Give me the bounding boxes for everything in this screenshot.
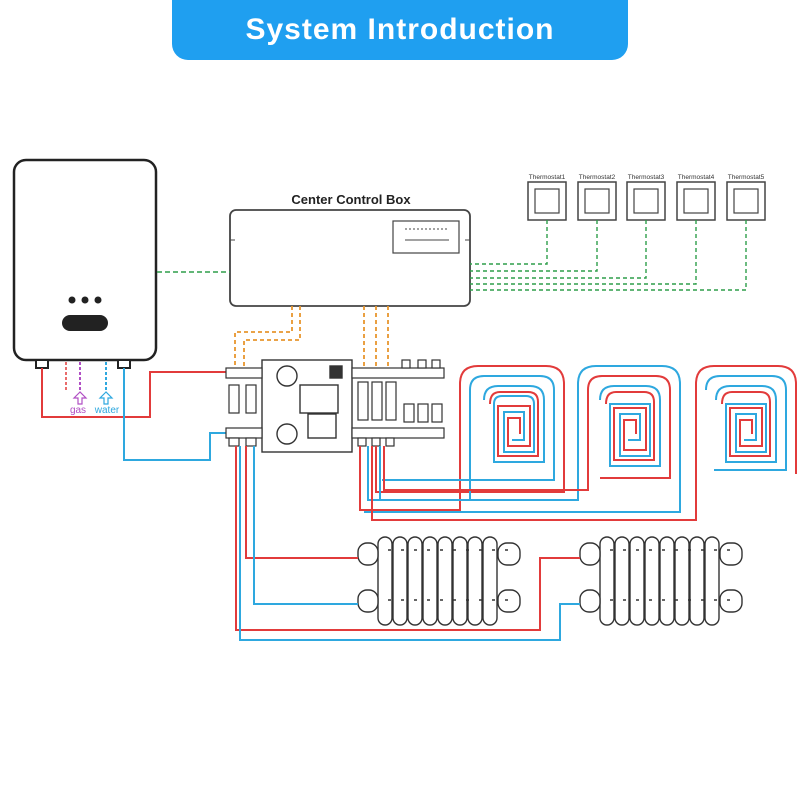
radiator-right (579, 536, 743, 626)
title-banner: System Introduction (172, 0, 628, 60)
valve-icon (228, 384, 240, 414)
radiator-pipes (235, 446, 580, 641)
boiler-display-icon (62, 315, 108, 331)
page-title: System Introduction (245, 13, 555, 46)
thermostat (577, 181, 617, 221)
thermostat (676, 181, 716, 221)
valve-icon (245, 384, 257, 414)
valve-icon (403, 403, 415, 423)
mixing-unit (261, 359, 353, 453)
gas-label: gas (70, 405, 86, 416)
right-manifold (351, 359, 445, 447)
floor-loop-1 (359, 365, 565, 511)
center-control-box (229, 209, 471, 307)
boiler (12, 158, 158, 405)
arrow-up-icon (98, 391, 114, 405)
thermostat-label: Thermostat2 (579, 174, 616, 181)
control-box-title: Center Control Box (291, 192, 411, 207)
signal-lines (470, 220, 747, 291)
power-lines (234, 306, 389, 368)
left-manifold (225, 367, 263, 447)
thermostat-label: Thermostat1 (529, 174, 566, 181)
thermostat (527, 181, 567, 221)
valve-icon (357, 381, 369, 421)
floor-loop-3 (371, 365, 797, 521)
pump-icon (276, 365, 298, 387)
thermostat-label: Thermostat4 (678, 174, 715, 181)
thermostat-label: Thermostat3 (628, 174, 665, 181)
valve-icon (417, 403, 429, 423)
water-label: water (94, 405, 120, 416)
valve-icon (385, 381, 397, 421)
arrow-up-icon (72, 391, 88, 405)
thermostat (726, 181, 766, 221)
valve-icon (371, 381, 383, 421)
floor-loop-2 (364, 365, 681, 513)
radiator-left (357, 536, 521, 626)
thermostat (626, 181, 666, 221)
valve-icon (431, 403, 443, 423)
thermostat-label: Thermostat5 (728, 174, 765, 181)
